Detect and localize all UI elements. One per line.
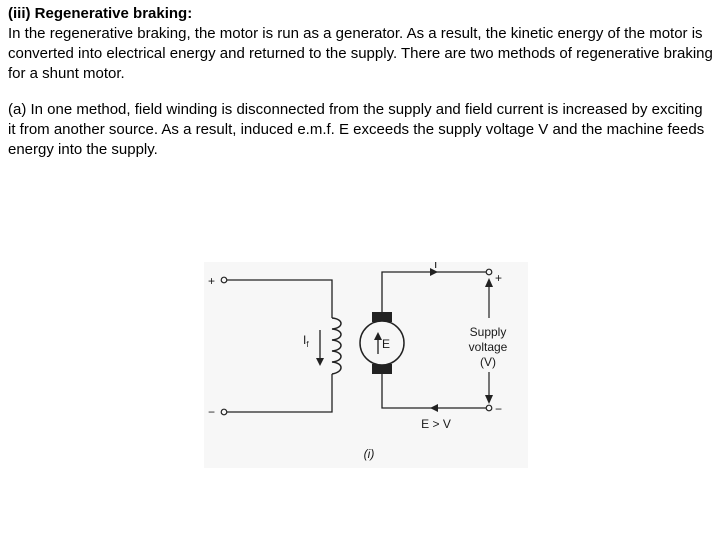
right-bottom-terminal [485,404,493,412]
armature-bottom-wire [381,370,486,409]
armature-circle [359,320,405,366]
emf-arrow-head [374,332,382,340]
brush-bottom [372,364,392,374]
return-current-arrow [430,404,438,412]
left-minus-label: − [208,405,215,419]
right-plus-label: + [495,271,502,285]
figure-background [204,262,528,468]
supply-label-line1: Supply [470,325,507,339]
paragraph-intro: (iii) Regenerative braking: In the regen… [8,4,714,84]
field-coil [331,317,342,375]
paragraph-method-a: (a) In one method, field winding is disc… [8,101,705,158]
left-top-terminal [220,276,228,284]
circuit-diagram: + − If I E + − [204,262,528,468]
figure-caption: (i) [364,447,375,461]
field-current-label: If [303,333,309,349]
voltage-arrow-head-bottom [485,395,493,404]
text-content: (iii) Regenerative braking: In the regen… [8,4,714,160]
circuit-svg: + − If I E + − [204,262,528,468]
voltage-arrow-head-top [485,278,493,287]
brush-top [372,312,392,322]
field-bottom-wire [227,374,333,413]
field-top-wire [227,279,333,318]
left-bottom-terminal [220,408,228,416]
right-minus-label: − [495,402,502,416]
armature-top-wire [381,271,486,316]
current-arrow [430,268,438,276]
field-current-arrow-head [316,358,324,366]
supply-label-line3: (V) [480,355,496,369]
current-label: I [434,262,437,271]
supply-label-line2: voltage [469,340,508,354]
left-plus-label: + [208,274,215,288]
condition-label: E > V [421,417,451,431]
emf-label: E [382,337,390,351]
paragraph-1-text: In the regenerative braking, the motor i… [8,25,713,82]
right-top-terminal [485,268,493,276]
section-heading: (iii) Regenerative braking: [8,5,193,22]
